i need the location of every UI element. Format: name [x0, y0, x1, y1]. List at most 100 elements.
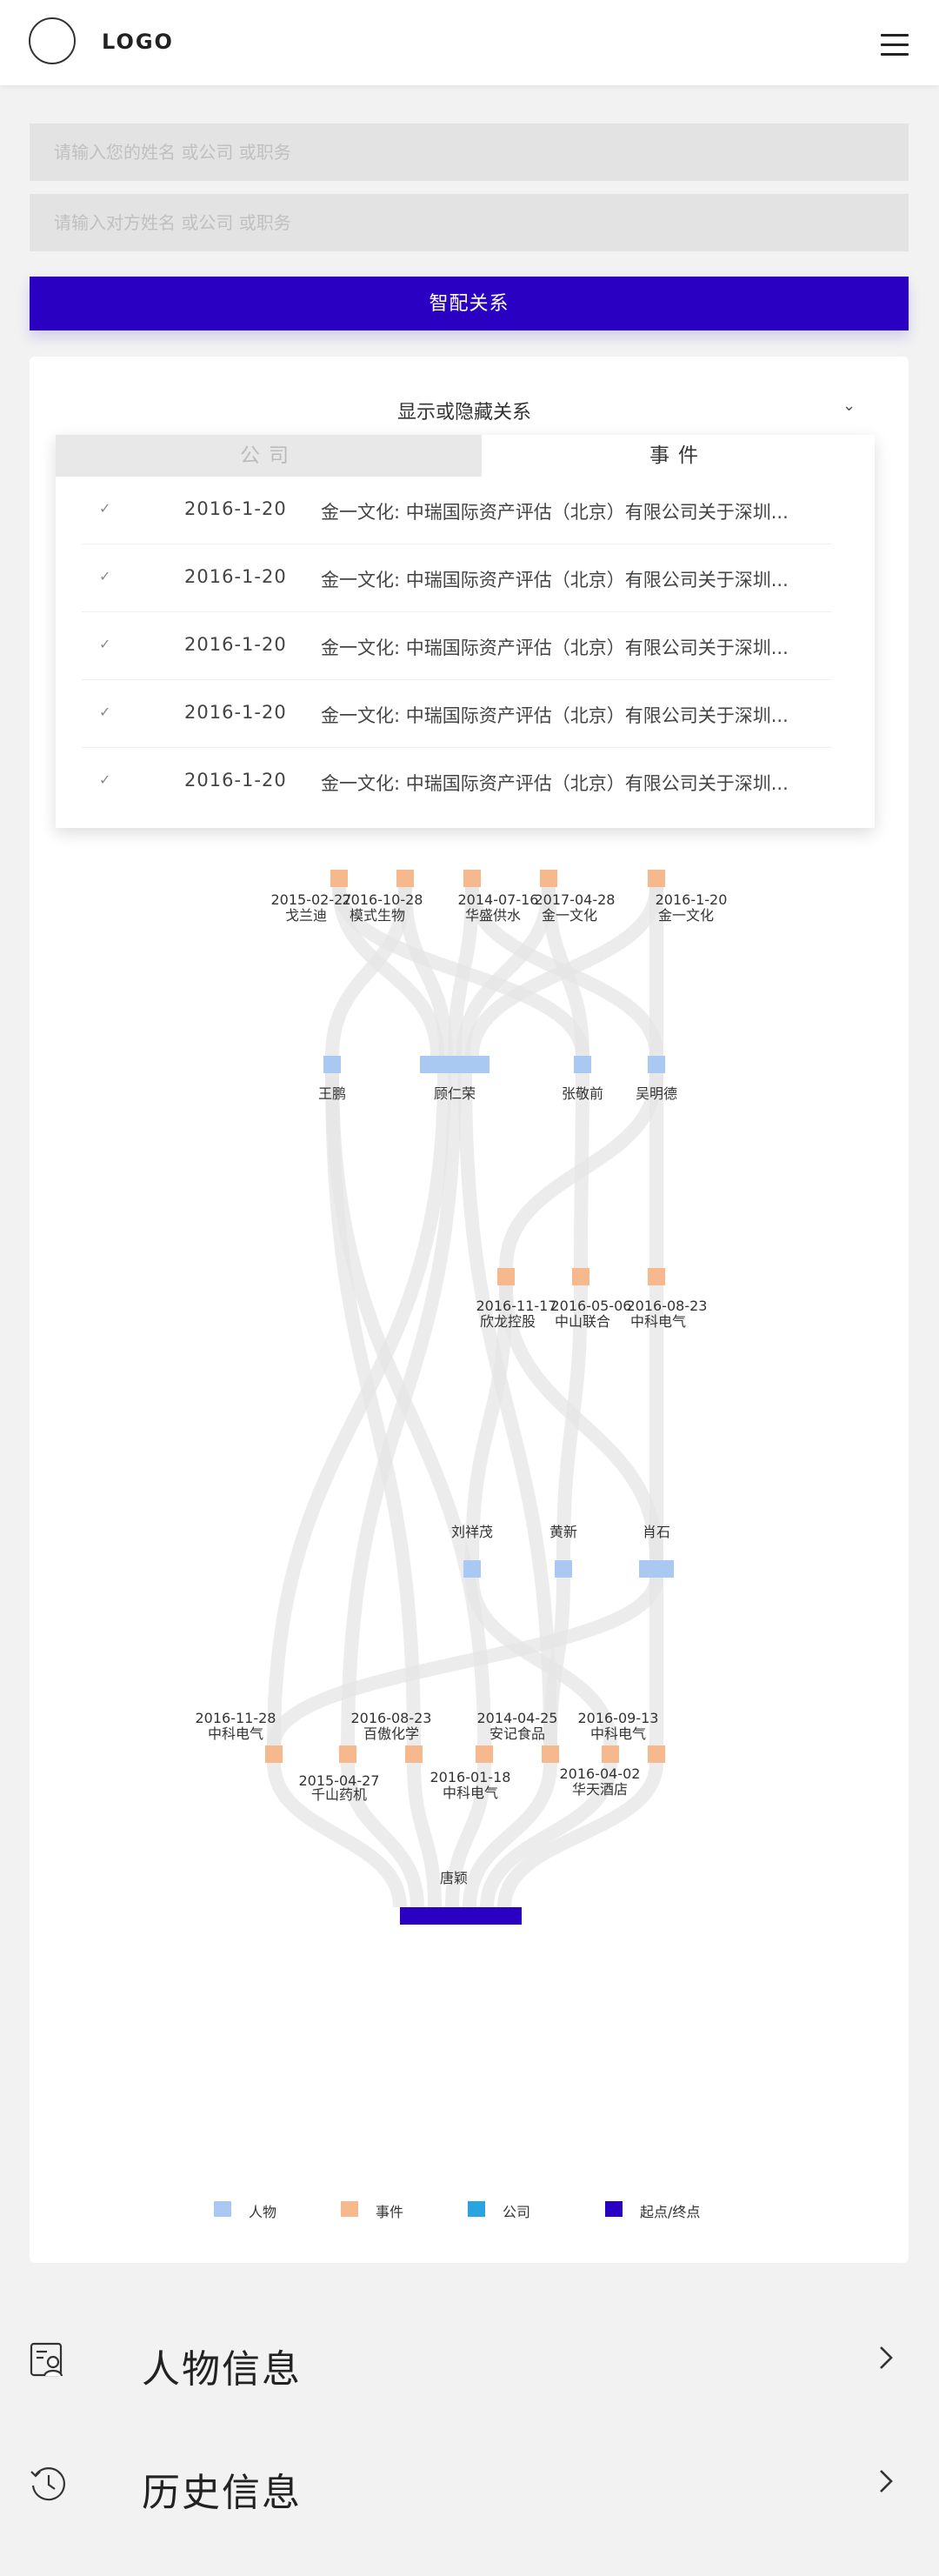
list-item[interactable]: ✓ 2016-1-20 金一文化: 中瑞国际资产评估（北京）有限公司关于深圳..… — [82, 477, 831, 544]
event-node-name: 华盛供水 — [465, 907, 521, 924]
event-node[interactable] — [405, 1745, 423, 1763]
event-text: 金一文化: 中瑞国际资产评估（北京）有限公司关于深圳... — [321, 502, 789, 523]
chevron-down-icon[interactable]: ⌄ — [842, 397, 856, 415]
event-node[interactable] — [648, 870, 665, 887]
event-node[interactable] — [339, 1745, 356, 1763]
graph-link — [499, 1072, 663, 1269]
event-node-name: 中山联合 — [555, 1313, 610, 1330]
graph-link — [325, 886, 412, 1057]
legend-person-label: 人物 — [249, 2204, 277, 2220]
person-node[interactable] — [555, 1560, 572, 1578]
graph-links — [267, 886, 664, 1908]
event-date: 2016-1-20 — [184, 770, 287, 791]
endpoint-node-name: 唐颖 — [440, 1870, 468, 1886]
event-node-name: 安记食品 — [489, 1725, 545, 1742]
checkmark-icon[interactable]: ✓ — [99, 568, 111, 584]
graph-link — [341, 1072, 462, 1746]
list-item[interactable]: ✓ 2016-1-20 金一文化: 中瑞国际资产评估（北京）有限公司关于深圳..… — [82, 544, 831, 612]
person-info-row[interactable]: 人物信息 — [0, 2315, 939, 2411]
relation-filter-title: 显示或隐藏关系 — [396, 402, 531, 424]
event-node[interactable] — [463, 870, 481, 887]
list-item[interactable]: ✓ 2016-1-20 金一文化: 中瑞国际资产评估（北京）有限公司关于深圳..… — [82, 748, 831, 816]
event-node-date: 2016-11-28 — [196, 1710, 276, 1726]
event-node[interactable] — [497, 1268, 515, 1285]
checkmark-icon[interactable]: ✓ — [99, 636, 111, 652]
event-node-date: 2017-04-28 — [535, 891, 616, 908]
event-node-date: 2016-10-28 — [343, 891, 423, 908]
event-node[interactable] — [330, 870, 348, 887]
event-node[interactable] — [396, 870, 414, 887]
person-node[interactable] — [574, 1056, 591, 1073]
logo-icon[interactable] — [29, 17, 76, 64]
event-list: ✓ 2016-1-20 金一文化: 中瑞国际资产评估（北京）有限公司关于深圳..… — [63, 477, 868, 819]
history-info-row[interactable]: 历史信息 — [0, 2439, 939, 2534]
graph-link — [445, 1762, 491, 1908]
other-name-input[interactable] — [30, 194, 909, 251]
person-node[interactable] — [463, 1560, 481, 1578]
person-node-name: 肖石 — [643, 1524, 670, 1540]
checkmark-icon[interactable]: ✓ — [99, 704, 111, 720]
tab-company[interactable]: 公司 — [56, 435, 482, 477]
event-node[interactable] — [648, 1268, 665, 1285]
list-item[interactable]: ✓ 2016-1-20 金一文化: 中瑞国际资产评估（北京）有限公司关于深圳..… — [82, 612, 831, 680]
graph-link — [543, 1577, 570, 1746]
chevron-right-icon[interactable] — [878, 2345, 894, 2371]
graph-link — [465, 886, 663, 1057]
relation-filter-dropdown[interactable]: 显示或隐藏关系 ⌄ — [56, 388, 880, 431]
graph-link — [267, 1576, 663, 1747]
event-node[interactable] — [602, 1745, 619, 1763]
top-bar: LOGO — [0, 0, 939, 85]
event-node-name: 戈兰迪 — [285, 907, 327, 924]
person-node-name: 王鹏 — [318, 1085, 346, 1102]
graph-link — [341, 1762, 424, 1908]
graph-link — [448, 886, 479, 1057]
event-text: 金一文化: 中瑞国际资产评估（北京）有限公司关于深圳... — [321, 570, 789, 591]
legend-endpoint-swatch — [605, 2201, 623, 2217]
event-node[interactable] — [476, 1745, 493, 1763]
legend-company-swatch — [468, 2201, 485, 2217]
logo-text[interactable]: LOGO — [102, 30, 174, 54]
hamburger-menu-icon[interactable] — [881, 34, 909, 57]
event-date: 2016-1-20 — [184, 634, 287, 655]
graph-link — [480, 1762, 617, 1908]
event-node[interactable] — [572, 1268, 589, 1285]
event-node[interactable] — [648, 1745, 665, 1763]
event-node-name: 中科电气 — [443, 1785, 498, 1801]
event-node[interactable] — [542, 1745, 559, 1763]
relation-filter-panel: 公司 事件 ✓ 2016-1-20 金一文化: 中瑞国际资产评估（北京）有限公司… — [56, 435, 875, 828]
person-node-name: 吴明德 — [636, 1085, 677, 1102]
event-node-date: 2015-04-27 — [299, 1772, 380, 1789]
tab-event[interactable]: 事件 — [482, 435, 875, 477]
person-node[interactable] — [639, 1560, 674, 1578]
event-node[interactable] — [540, 870, 557, 887]
event-node-date: 2015-02-27 — [271, 891, 352, 908]
event-node-name: 欣龙控股 — [480, 1313, 536, 1330]
graph-link — [407, 1762, 442, 1908]
event-node-name: 中科电气 — [630, 1313, 686, 1330]
event-node-name: 千山药机 — [311, 1786, 367, 1803]
checkmark-icon[interactable]: ✓ — [99, 500, 111, 517]
person-node[interactable] — [648, 1056, 665, 1073]
event-node-date: 2016-05-06 — [551, 1298, 632, 1314]
person-node-name: 张敬前 — [562, 1085, 603, 1102]
event-text: 金一文化: 中瑞国际资产评估（北京）有限公司关于深圳... — [321, 705, 789, 726]
smart-match-button[interactable]: 智配关系 — [30, 277, 909, 330]
event-node[interactable] — [265, 1745, 283, 1763]
chevron-right-icon[interactable] — [878, 2468, 894, 2494]
event-node-name: 模式生物 — [350, 907, 405, 924]
endpoint-node[interactable] — [400, 1907, 522, 1925]
person-node[interactable] — [323, 1056, 341, 1073]
graph-nodes: 2015-02-27戈兰迪2016-10-28模式生物2014-07-16华盛供… — [196, 870, 727, 1925]
event-node-date: 2016-08-23 — [627, 1298, 708, 1314]
graph-link — [267, 1072, 451, 1746]
self-name-input[interactable] — [30, 123, 909, 181]
checkmark-icon[interactable]: ✓ — [99, 771, 111, 788]
legend-endpoint-label: 起点/终点 — [640, 2204, 701, 2220]
list-item[interactable]: ✓ 2016-1-20 金一文化: 中瑞国际资产评估（北京）有限公司关于深圳..… — [82, 680, 831, 748]
event-node-date: 2016-11-17 — [476, 1298, 557, 1314]
event-text: 金一文化: 中瑞国际资产评估（北京）有限公司关于深圳... — [321, 637, 789, 658]
graph-link — [465, 1285, 513, 1561]
event-node-date: 2016-01-18 — [430, 1769, 511, 1785]
person-node[interactable] — [420, 1056, 489, 1073]
